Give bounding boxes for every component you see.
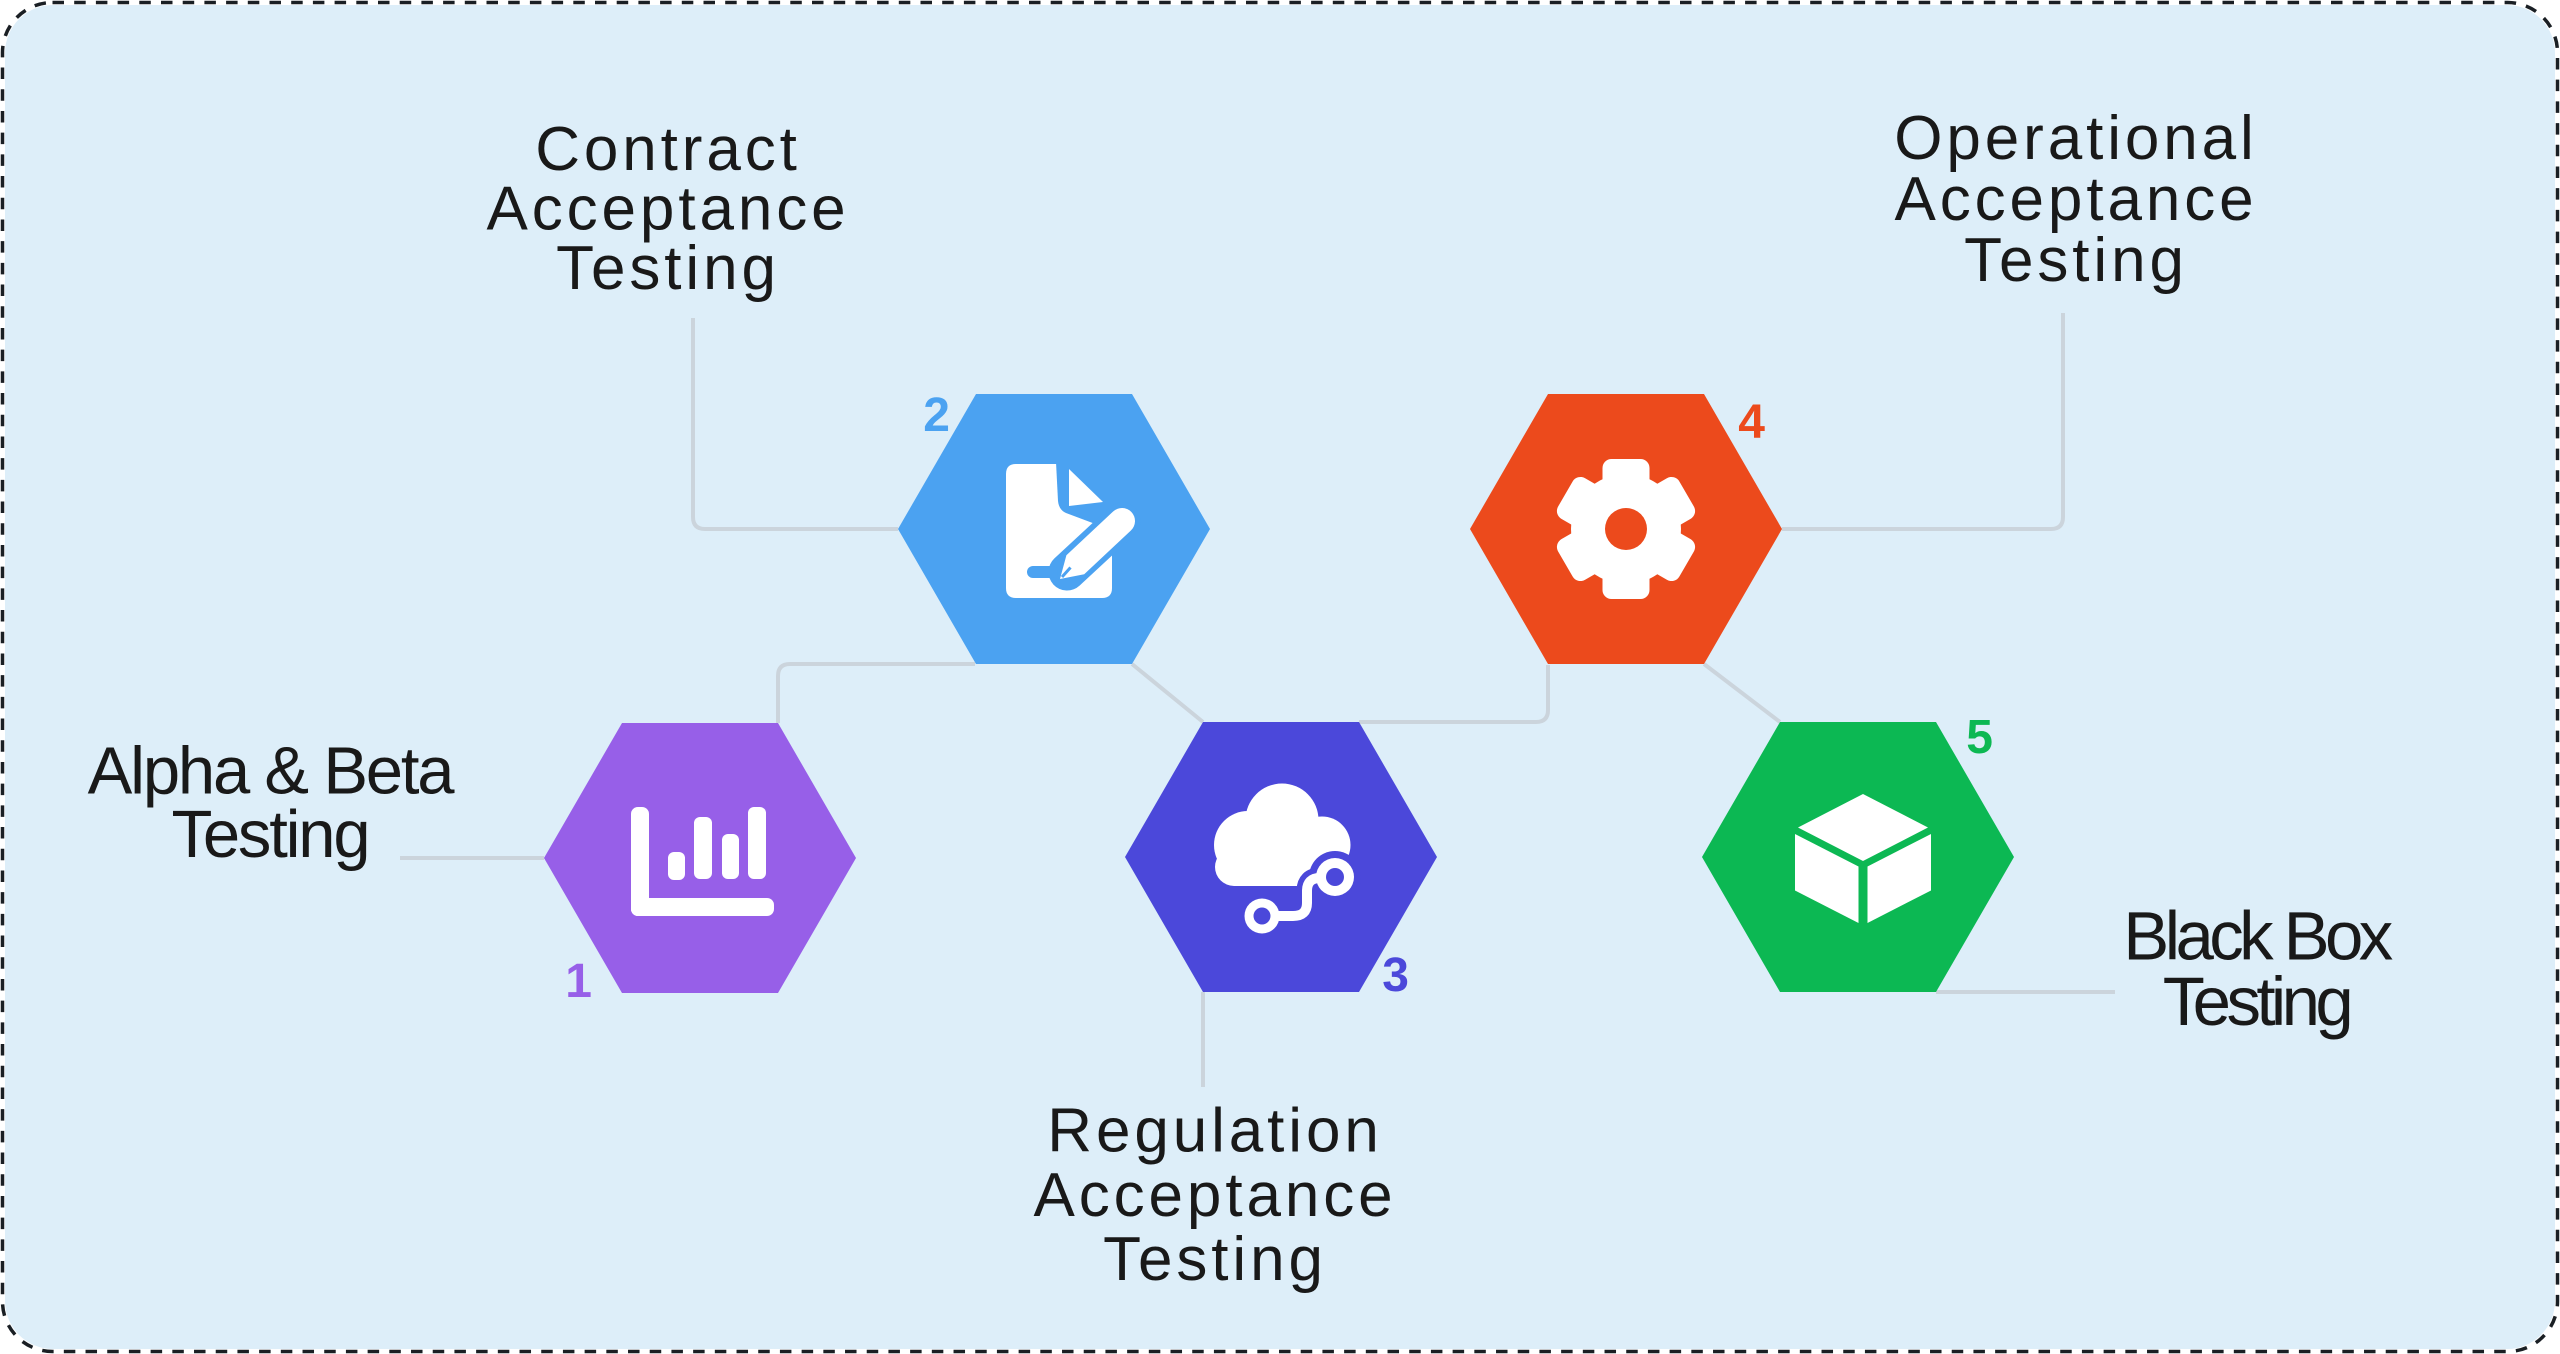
svg-text:Testing: Testing — [2163, 963, 2350, 1040]
svg-text:Black Box: Black Box — [2123, 898, 2392, 975]
svg-text:3: 3 — [1382, 949, 1409, 1002]
svg-text:Acceptance: Acceptance — [1034, 1161, 1397, 1230]
svg-text:Regulation: Regulation — [1047, 1097, 1382, 1166]
svg-text:Testing: Testing — [556, 234, 780, 303]
svg-text:Contract: Contract — [535, 115, 801, 184]
svg-text:Operational: Operational — [1894, 104, 2257, 173]
svg-text:5: 5 — [1966, 711, 1993, 764]
svg-text:2: 2 — [923, 389, 950, 442]
svg-text:Alpha & Beta: Alpha & Beta — [88, 734, 456, 809]
svg-text:Testing: Testing — [172, 797, 369, 872]
svg-text:Acceptance: Acceptance — [1895, 165, 2258, 234]
svg-text:Acceptance: Acceptance — [487, 175, 850, 244]
svg-text:1: 1 — [565, 955, 592, 1008]
svg-text:4: 4 — [1738, 396, 1765, 449]
svg-text:Testing: Testing — [1964, 226, 2188, 295]
svg-text:Testing: Testing — [1103, 1225, 1327, 1294]
